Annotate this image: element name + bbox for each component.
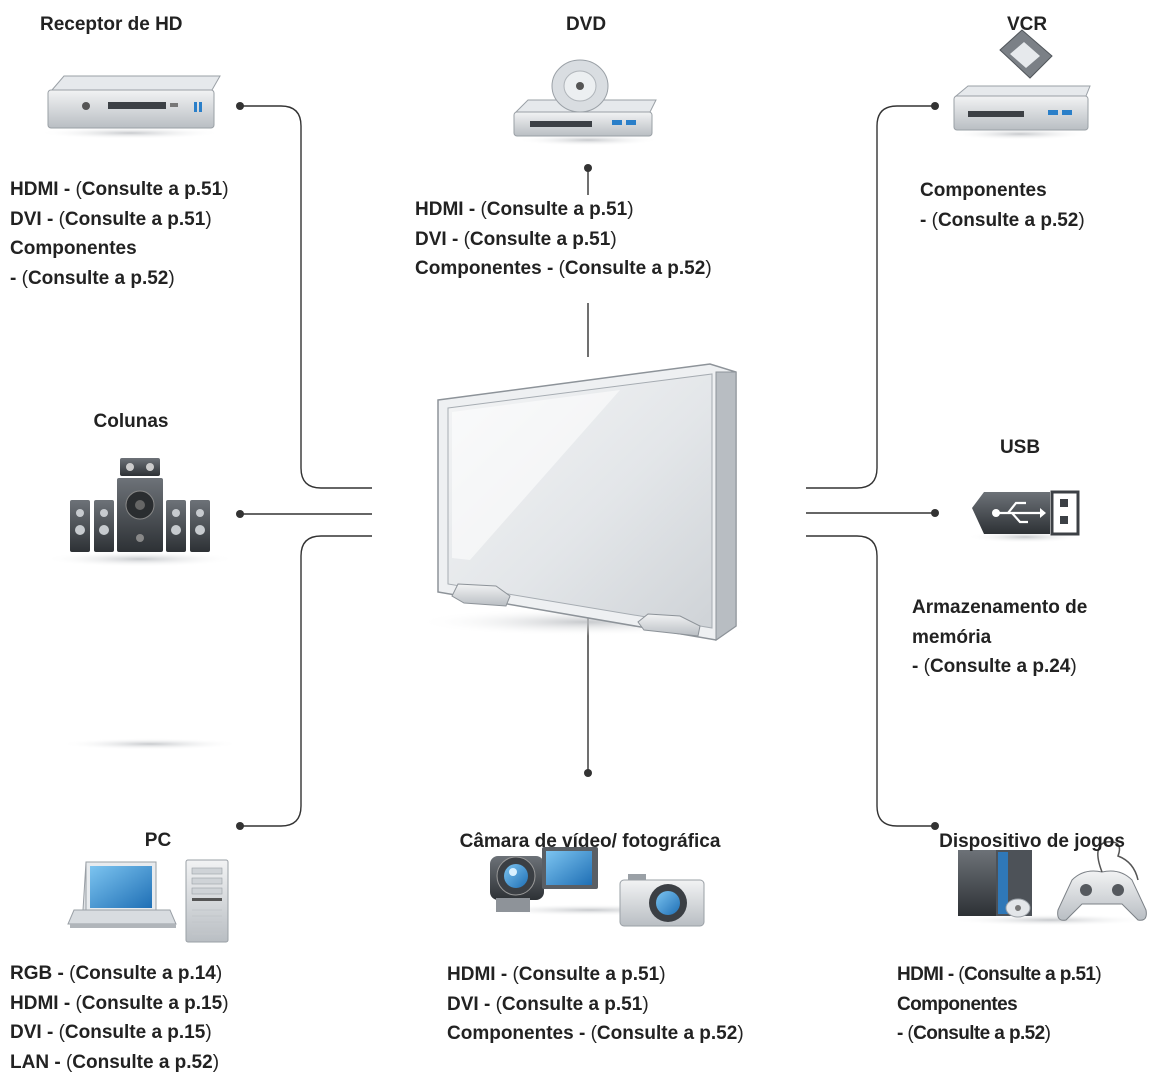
dvd-icon: [513, 59, 660, 146]
hd-receiver-title: Receptor de HD: [40, 14, 183, 35]
monitor-icon: [415, 363, 755, 641]
ref-line: HDMI - (Consulte a p.15): [10, 992, 229, 1014]
ref-line: HDMI - (Consulte a p.51): [897, 964, 1102, 985]
ref-line: Componentes - (Consulte a p.52): [447, 1023, 744, 1044]
ref-line: LAN - (Consulte a p.52): [10, 1051, 220, 1073]
line-game: [806, 535, 935, 827]
ref-line: RGB - (Consulte a p.14): [10, 963, 223, 984]
line-pc: [240, 535, 372, 827]
ref-line: - (Consulte a p.52): [10, 267, 175, 289]
connection-lines: [240, 105, 935, 827]
ref-line: - (Consulte a p.24): [912, 656, 1077, 677]
ref-line: HDMI - (Consulte a p.51): [415, 199, 634, 220]
dvd-title: DVD: [565, 14, 607, 35]
game-icon: [950, 841, 1150, 926]
ref-line: DVI - (Consulte a p.15): [10, 1022, 212, 1043]
pc-title: PC: [144, 830, 172, 851]
vcr-refs: Componentes - (Consulte a p.52): [920, 176, 1085, 235]
ref-line: HDMI - (Consulte a p.51): [10, 179, 229, 200]
camera-icon: [480, 847, 705, 927]
ref-line: Componentes - (Consulte a p.52): [415, 258, 712, 279]
ref-line: DVI - (Consulte a p.51): [447, 993, 649, 1015]
line-vcr: [806, 105, 935, 489]
vcr-icon: [950, 29, 1091, 140]
vcr-title: VCR: [1006, 14, 1048, 35]
line-hd-receiver: [240, 105, 372, 489]
game-refs: HDMI - (Consulte a p.51) Componentes - (…: [897, 960, 1102, 1049]
ref-line: Armazenamento de: [912, 597, 1088, 618]
ref-line: memória: [912, 626, 992, 648]
ref-line: - (Consulte a p.52): [897, 1023, 1051, 1044]
hd-receiver-icon: [38, 75, 222, 139]
ref-line: DVI - (Consulte a p.51): [10, 208, 212, 230]
ref-line: Componentes: [920, 180, 1047, 201]
speakers-icon: [44, 458, 236, 567]
usb-title: USB: [999, 437, 1041, 458]
usb-refs: Armazenamento de memória - (Consulte a p…: [912, 593, 1087, 682]
dvd-refs: HDMI - (Consulte a p.51) DVI - (Consulte…: [415, 195, 712, 284]
ref-line: Componentes: [897, 993, 1018, 1015]
speakers-title: Colunas: [93, 411, 169, 432]
hd-receiver-refs: HDMI - (Consulte a p.51) DVI - (Consulte…: [10, 175, 229, 293]
usb-icon: [967, 490, 1083, 543]
ref-line: Componentes: [10, 238, 137, 259]
ref-line: HDMI - (Consulte a p.51): [447, 964, 666, 985]
ref-line: - (Consulte a p.52): [920, 209, 1085, 231]
ref-line: DVI - (Consulte a p.51): [415, 228, 617, 250]
pc-icon: [60, 738, 240, 943]
camera-refs: HDMI - (Consulte a p.51) DVI - (Consulte…: [447, 960, 744, 1049]
camera-title: Câmara de vídeo/ fotográfica: [459, 831, 721, 852]
pc-refs: RGB - (Consulte a p.14) HDMI - (Consulte…: [10, 959, 229, 1077]
game-title: Dispositivo de jogos: [939, 831, 1125, 852]
connection-dots: [236, 102, 939, 830]
